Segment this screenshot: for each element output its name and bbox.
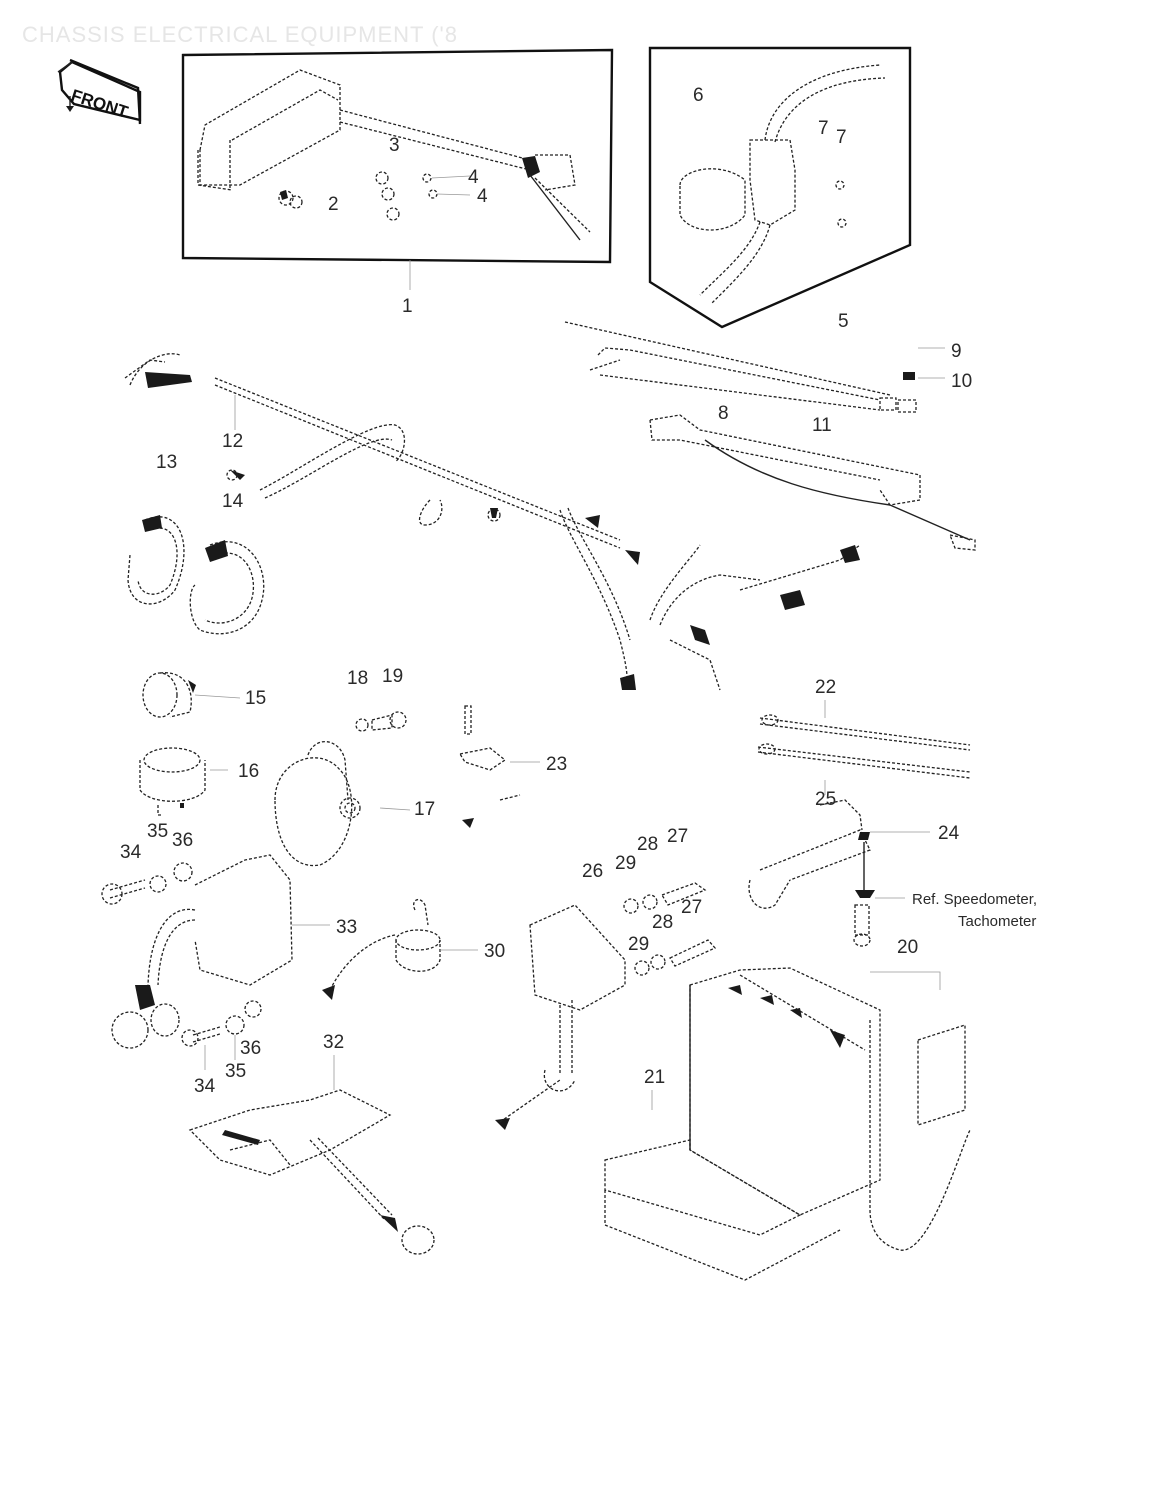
horn-17 xyxy=(274,711,407,867)
callout-12: 12 xyxy=(222,431,243,452)
callout-4b: 4 xyxy=(477,186,488,207)
callout-11: 11 xyxy=(812,415,832,436)
clamp-13 xyxy=(127,515,185,605)
callout-30: 30 xyxy=(484,941,505,962)
callout-8: 8 xyxy=(718,403,729,424)
callout-24: 24 xyxy=(938,823,960,844)
bracket-24 xyxy=(748,799,875,947)
bracket-32 xyxy=(188,1089,435,1255)
callout-1: 1 xyxy=(402,296,413,317)
igniter-33 xyxy=(101,854,293,1070)
callout-28a: 28 xyxy=(637,834,658,855)
callout-27a: 27 xyxy=(667,826,688,847)
callout-7b: 7 xyxy=(836,127,847,148)
cover-16 xyxy=(139,747,206,816)
callout-9: 9 xyxy=(951,341,962,362)
regulator-inset-box xyxy=(181,48,614,264)
callout-4a: 4 xyxy=(468,167,479,188)
callout-7a: 7 xyxy=(818,118,829,139)
callout-28b: 28 xyxy=(652,912,673,933)
battery-cables xyxy=(564,321,976,551)
callout-27b: 27 xyxy=(681,897,702,918)
callout-13: 13 xyxy=(156,452,177,473)
switch-30 xyxy=(322,898,441,1000)
callout-35b: 35 xyxy=(225,1061,246,1082)
callout-25: 25 xyxy=(815,789,836,810)
callout-20: 20 xyxy=(897,937,918,958)
callout-3: 3 xyxy=(389,135,400,156)
callout-29a: 29 xyxy=(615,853,636,874)
rectifier-unit xyxy=(495,882,717,1130)
callout-10: 10 xyxy=(951,371,972,392)
annotation-line1: Ref. Speedometer, xyxy=(912,891,1037,908)
callout-5: 5 xyxy=(838,311,849,332)
callout-35a: 35 xyxy=(147,821,168,842)
callout-34a: 34 xyxy=(120,842,142,863)
cap-15 xyxy=(142,672,196,718)
leader-15 xyxy=(194,694,241,699)
callout-32: 32 xyxy=(323,1032,344,1053)
front-badge: FRONT xyxy=(57,58,142,125)
callout-34b: 34 xyxy=(194,1076,216,1097)
battery-21 xyxy=(604,967,971,1281)
callout-18: 18 xyxy=(347,668,368,689)
callout-16: 16 xyxy=(238,761,259,782)
annotation-line2: Tachometer xyxy=(958,913,1036,930)
callout-19: 19 xyxy=(382,666,403,687)
clamp-23 xyxy=(458,705,521,828)
main-wiring-harness xyxy=(124,353,861,691)
page-title: CHASSIS ELECTRICAL EQUIPMENT ('8 xyxy=(22,22,458,47)
callout-15: 15 xyxy=(245,688,266,709)
callout-2: 2 xyxy=(328,194,339,215)
callout-14: 14 xyxy=(222,491,244,512)
callout-21: 21 xyxy=(644,1067,665,1088)
front-label: FRONT xyxy=(69,86,131,122)
bands-22 xyxy=(757,714,971,779)
callout-36b: 36 xyxy=(240,1038,261,1059)
callout-23: 23 xyxy=(546,754,567,775)
relay-inset-box xyxy=(648,46,912,329)
callout-29b: 29 xyxy=(628,934,649,955)
callout-26: 26 xyxy=(582,861,603,882)
callout-17: 17 xyxy=(414,799,435,820)
front-arrow-icon xyxy=(66,96,74,112)
callout-36a: 36 xyxy=(172,830,193,851)
callout-22: 22 xyxy=(815,677,836,698)
callout-6: 6 xyxy=(693,85,704,106)
callout-33: 33 xyxy=(336,917,357,938)
leader-17 xyxy=(379,807,411,811)
clamp-14 xyxy=(189,540,265,635)
